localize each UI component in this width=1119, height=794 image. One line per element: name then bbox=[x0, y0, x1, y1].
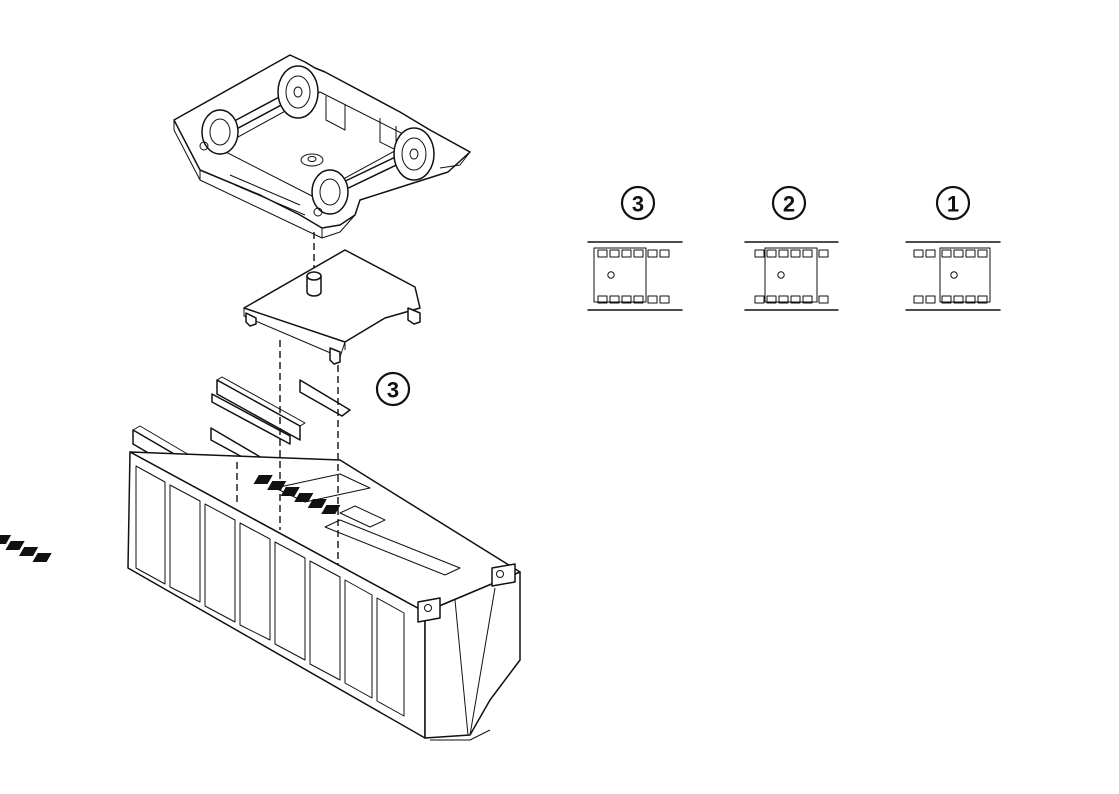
step-badge-main-label: 3 bbox=[387, 378, 399, 403]
position-detail-2-label: 2 bbox=[783, 192, 795, 217]
position-detail-3: 3 bbox=[588, 187, 682, 310]
car-body bbox=[0, 452, 520, 740]
position-detail-3-label: 3 bbox=[632, 192, 644, 217]
position-detail-1: 1 bbox=[906, 187, 1000, 310]
truck-assembly bbox=[174, 55, 470, 238]
position-detail-1-label: 1 bbox=[947, 192, 959, 217]
step-badge-main: 3 bbox=[377, 373, 409, 405]
mounting-plate bbox=[244, 250, 420, 364]
position-detail-2: 2 bbox=[745, 187, 838, 310]
